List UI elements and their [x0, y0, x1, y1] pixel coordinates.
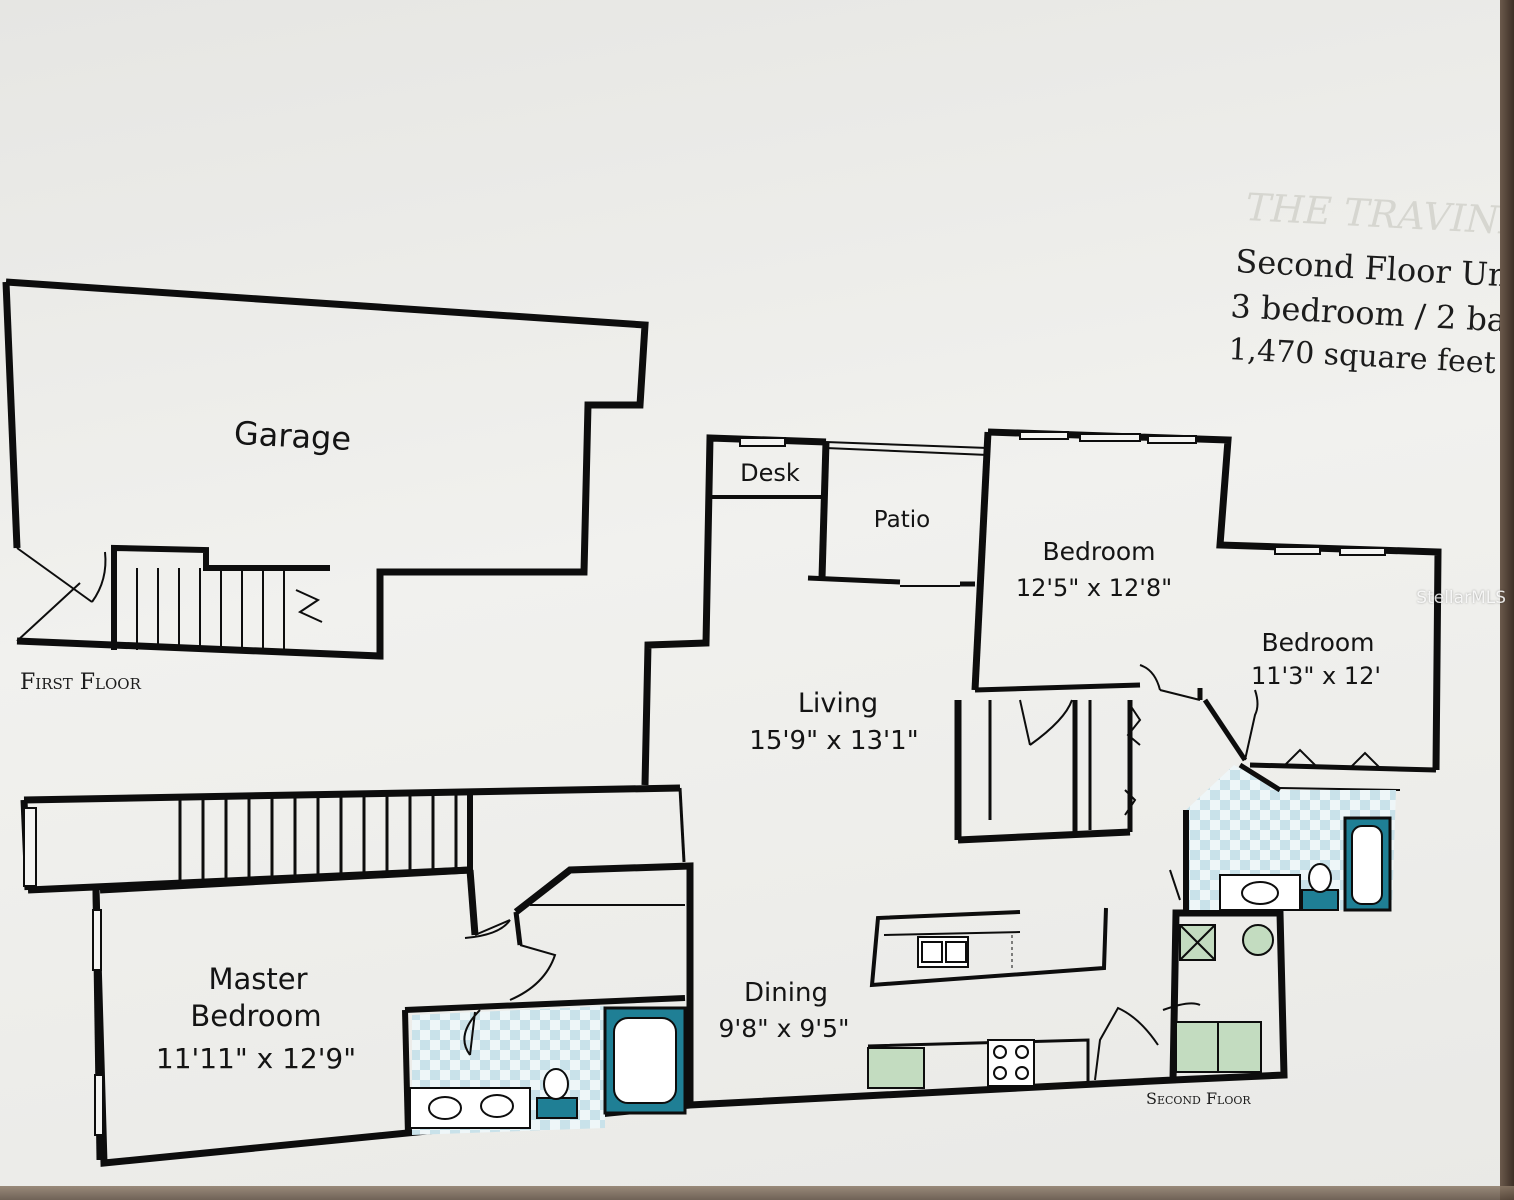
first-floor-label: First Floor — [20, 670, 142, 695]
desk-patio-walls — [710, 437, 989, 587]
master-size: 11'11" x 12'9" — [156, 1042, 356, 1075]
garage-door-swing — [16, 547, 107, 642]
photo-frame-edge — [1500, 0, 1514, 1200]
living-label: Living — [798, 688, 878, 719]
bedroom1-walls — [954, 431, 1203, 844]
garage-label: Garage — [233, 414, 352, 458]
bedroom2-walls — [1202, 546, 1437, 791]
garage-stairs — [111, 544, 330, 650]
watermark: StellarMLS — [1416, 588, 1506, 608]
kitchen — [867, 869, 1201, 1089]
second-floor-label: Second Floor — [1146, 1089, 1251, 1108]
unit-type-text: Second Floor Unit — [1235, 242, 1514, 295]
bedroom2-size: 11'3" x 12' — [1251, 662, 1381, 690]
dining-size: 9'8" x 9'5" — [718, 1014, 849, 1043]
living-size: 15'9" x 13'1" — [749, 726, 918, 756]
bedroom1-size: 12'5" x 12'8" — [1016, 574, 1172, 602]
area-text: 1,470 square feet — [1228, 332, 1497, 381]
hall-doors — [1124, 704, 1142, 816]
bedroom2-label: Bedroom — [1261, 628, 1374, 657]
garage-walls — [2, 278, 649, 660]
laundry — [1175, 924, 1274, 1073]
master-walls — [92, 862, 694, 1161]
desk-label: Desk — [740, 459, 800, 487]
layout-text: 3 bedroom / 2 bath — [1230, 287, 1514, 341]
dining-label: Dining — [744, 978, 828, 1008]
photo-frame-bottom — [0, 1186, 1514, 1200]
brand-logo: THE TRAVINI — [1245, 185, 1514, 243]
master-label-line1: Master — [208, 962, 307, 996]
patio-label: Patio — [874, 507, 930, 533]
master-label-line2: Bedroom — [190, 999, 321, 1033]
bedroom1-label: Bedroom — [1042, 537, 1155, 566]
master-bath — [409, 1006, 687, 1135]
bath2 — [1183, 762, 1396, 913]
